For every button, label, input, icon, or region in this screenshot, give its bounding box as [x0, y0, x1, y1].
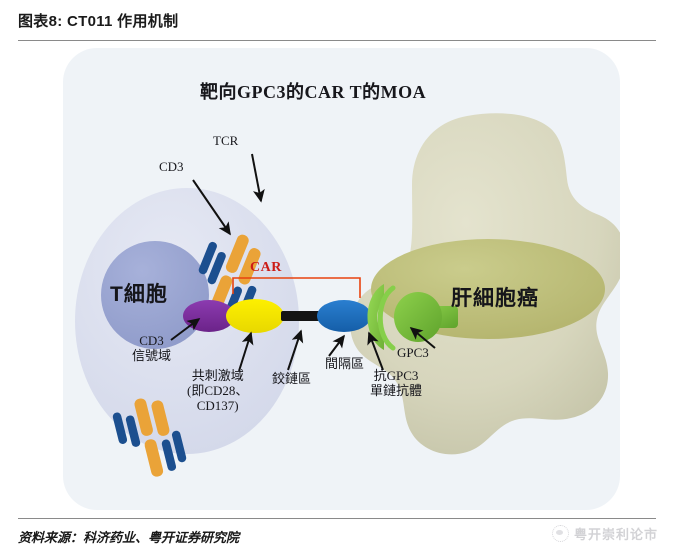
footer-divider [18, 518, 656, 519]
tumor-cell-shape [350, 113, 620, 455]
diagram-panel: 靶向GPC3的CAR T的MOA TCR CD3 T細胞 CAR CD3 信號域… [63, 48, 620, 510]
arrow-gpc3 [409, 326, 436, 349]
car-bracket [232, 277, 361, 298]
annotation-arrows [170, 153, 436, 372]
costim-domain-shape [226, 299, 284, 333]
watermark: 粤开崇利论市 [551, 524, 658, 543]
hinge-bar-shape [281, 311, 320, 321]
arrow-cd3-signal [170, 318, 201, 341]
gpc3-antigen-shape [394, 292, 458, 342]
moa-diagram-graphic [75, 113, 620, 477]
watermark-logo-icon [551, 525, 569, 542]
tcr-cd3-receptor-lower [112, 398, 187, 477]
arrow-hinge [287, 329, 304, 371]
arrow-cd3 [192, 179, 231, 236]
arrow-costim [238, 331, 254, 372]
arrow-tcr [251, 153, 265, 203]
source-note: 资料来源：科济药业、粤开证券研究院 [18, 530, 240, 545]
arrow-spacer [328, 334, 345, 357]
figure-title: 图表8: CT011 作用机制 [18, 13, 179, 30]
watermark-text: 粤开崇利论市 [573, 527, 658, 542]
title-divider [18, 40, 656, 41]
arrow-scfv [367, 331, 384, 371]
spacer-domain-shape [317, 300, 371, 332]
